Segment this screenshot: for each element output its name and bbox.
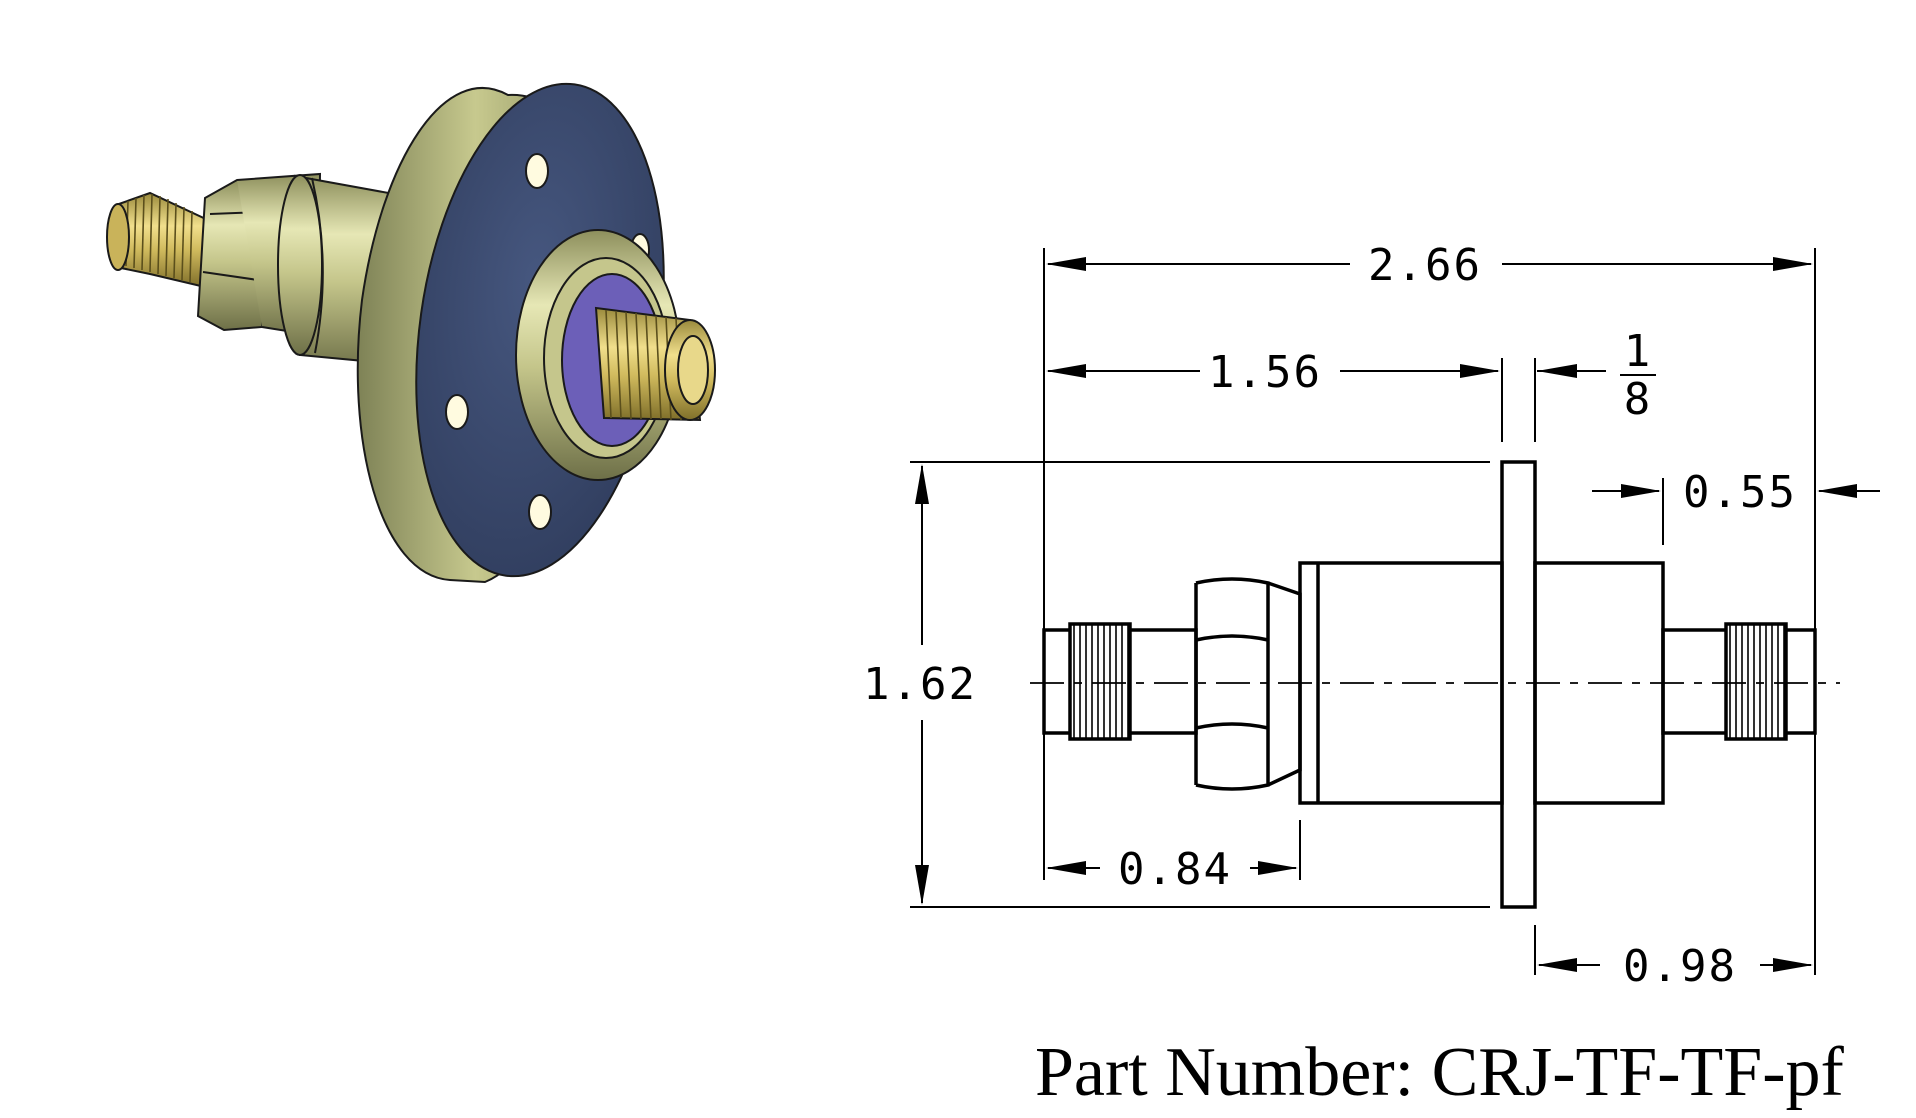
dim-label-0-55: 0.55 (1683, 467, 1797, 518)
flange-hole-left (445, 394, 469, 430)
flange-hole-bottom (528, 494, 552, 530)
part-number-label: Part Number: CRJ-TF-TF-pf (1035, 1034, 1845, 1111)
left-thread-lines (1068, 622, 1132, 741)
dim-label-2-66: 2.66 (1368, 240, 1482, 291)
dim-flange-position: 1.56 (1046, 347, 1500, 398)
extension-lines (910, 248, 1816, 975)
dim-label-1-56: 1.56 (1208, 347, 1322, 398)
dim-flange-diameter: 1.62 (863, 464, 977, 905)
dim-label-0-84: 0.84 (1118, 844, 1232, 895)
isometric-3d-view (106, 82, 716, 584)
dim-right-length: 0.98 (1537, 941, 1813, 992)
dim-label-0-98: 0.98 (1623, 941, 1737, 992)
dim-left-body-length: 0.84 (1046, 844, 1298, 895)
dim-overall-length: 2.66 (1046, 240, 1813, 291)
right-threaded-connector (594, 306, 716, 422)
flange-hole-top (525, 153, 549, 189)
flange-outline (1500, 460, 1537, 909)
dim-label-1-62: 1.62 (863, 659, 977, 710)
left-threaded-connector (106, 191, 212, 289)
right-thread-lines (1724, 622, 1788, 741)
orthographic-drawing: 2.66 1.56 1 8 0.55 (863, 240, 1880, 992)
left-connector-outline (1042, 622, 1198, 741)
dim-label-fraction-num: 1 (1624, 326, 1653, 377)
hex-nut-outline (1194, 577, 1302, 791)
dim-right-connector-length: 0.55 (1592, 467, 1880, 518)
dim-flange-thickness: 1 8 (1537, 326, 1656, 425)
right-connector-outline (1661, 622, 1817, 741)
dim-label-fraction-den: 8 (1624, 374, 1653, 425)
